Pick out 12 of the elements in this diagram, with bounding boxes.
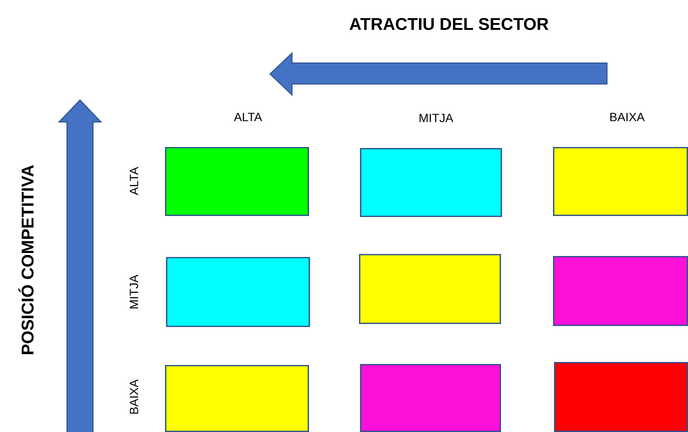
axis-title: POSICIÓ COMPETITIVA — [18, 165, 34, 354]
color-cell — [165, 365, 309, 432]
color-cell — [554, 362, 688, 432]
color-cell — [166, 257, 310, 327]
color-cell — [553, 256, 688, 326]
color-cell — [553, 147, 688, 216]
color-cell — [360, 148, 502, 217]
color-cell — [359, 254, 501, 324]
axis-title: ATRACTIU DEL SECTOR — [350, 18, 548, 30]
axis-label: ALTA — [130, 166, 138, 196]
color-cell — [165, 147, 309, 216]
color-cell — [360, 364, 501, 432]
